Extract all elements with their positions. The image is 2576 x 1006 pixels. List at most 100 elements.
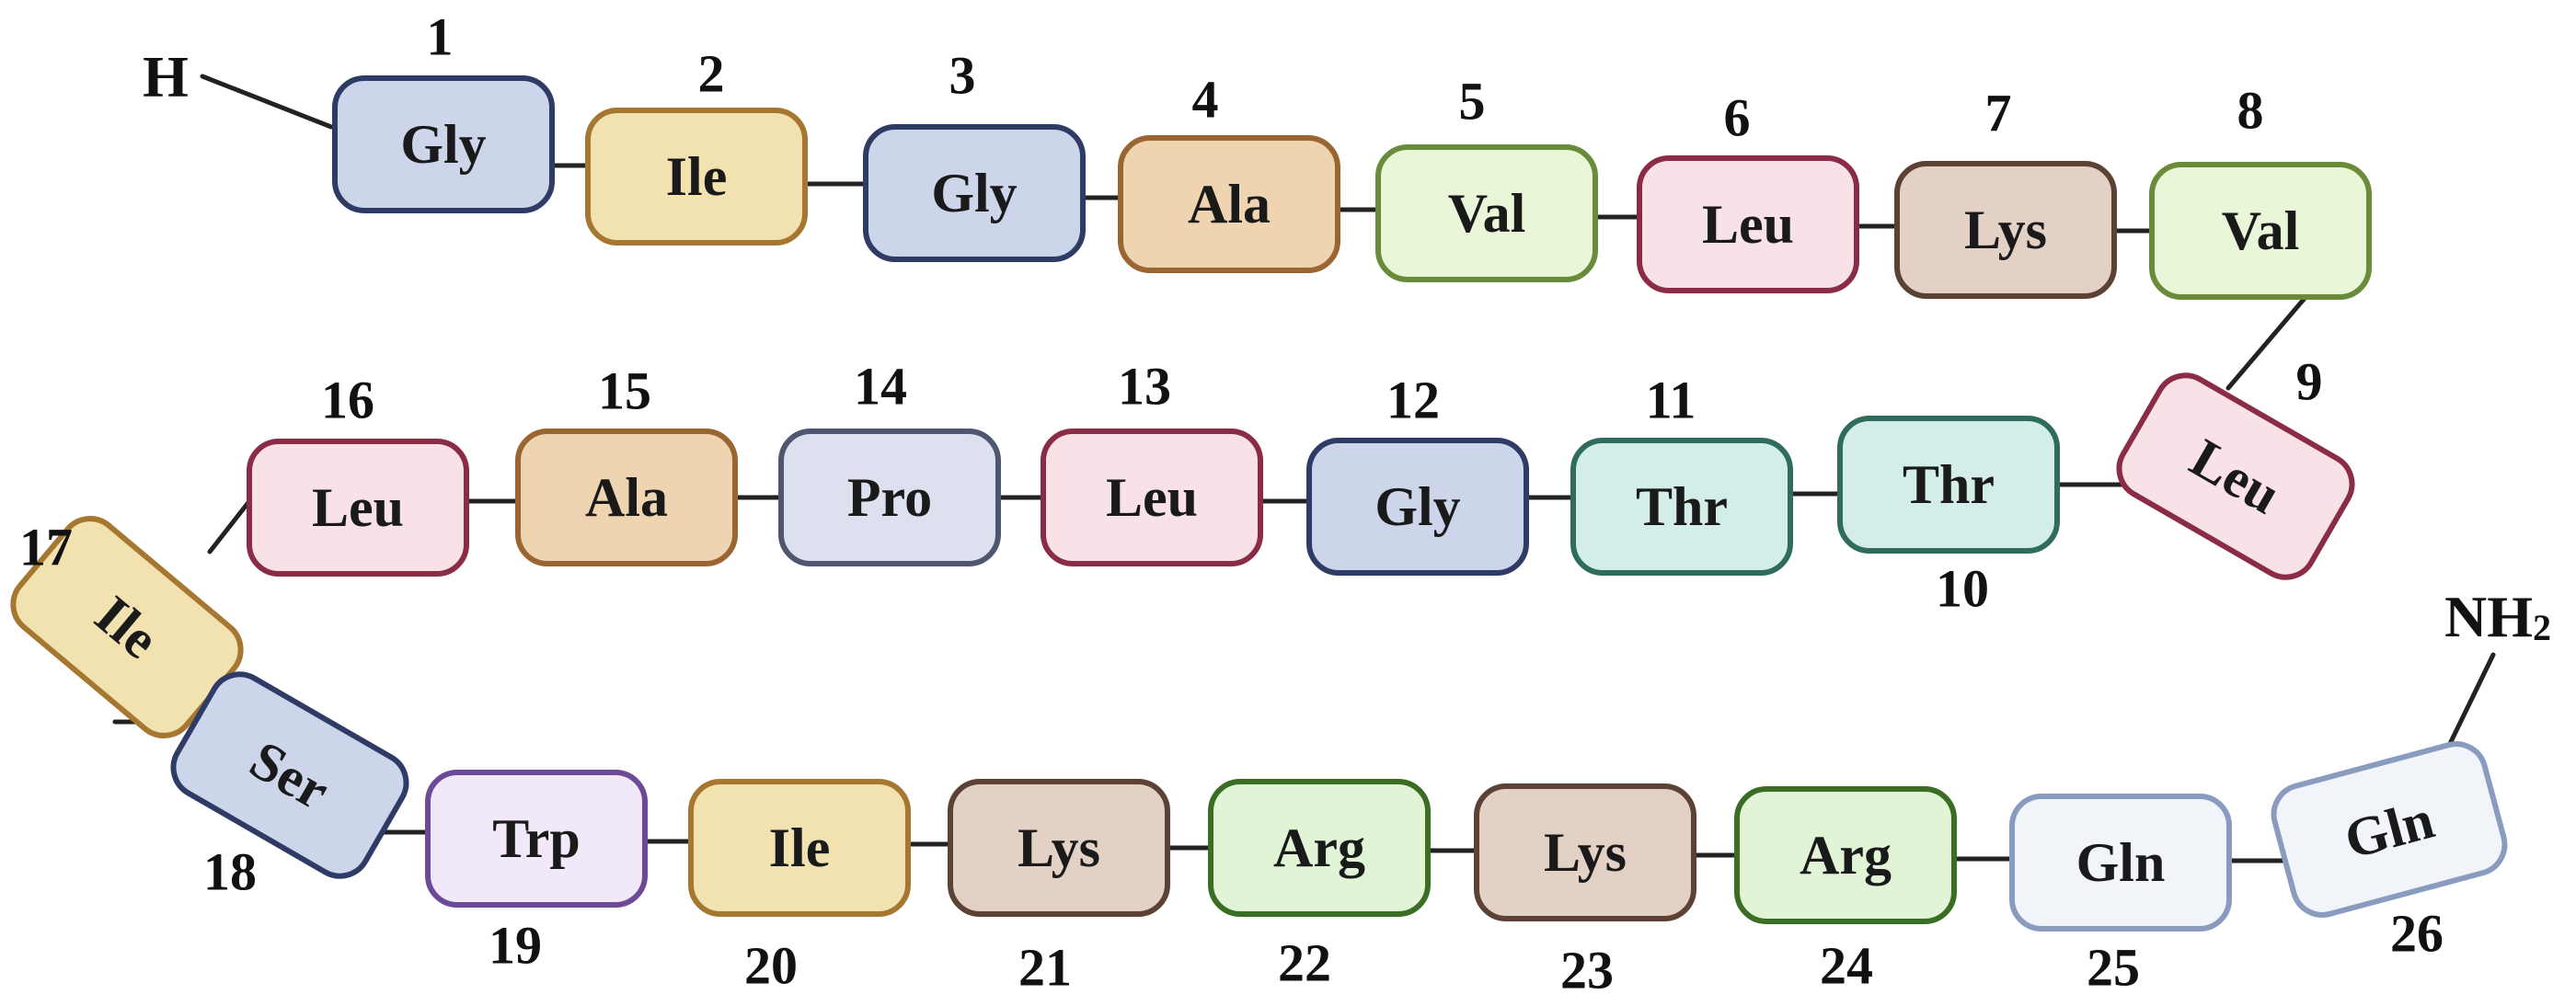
residue-number: 23 — [1560, 941, 1614, 1000]
residue-number: 22 — [1278, 933, 1331, 993]
residue-box: Thr — [1570, 438, 1793, 576]
residue-number: 6 — [1724, 88, 1751, 148]
residue-number: 16 — [321, 371, 374, 430]
residue-box: Gly — [863, 124, 1086, 262]
residue-name: Ala — [585, 467, 668, 528]
residue-box-shape — [1474, 783, 1696, 921]
residue-number: 1 — [427, 7, 454, 67]
residue-name: Thr — [1903, 454, 1995, 515]
residue-box-shape — [2271, 741, 2508, 918]
residue-number: 21 — [1018, 938, 1072, 998]
residue-box-shape — [332, 75, 555, 213]
residue-box-shape — [425, 770, 648, 908]
residue-name: Val — [2222, 200, 2300, 261]
peptide-bond — [207, 494, 256, 554]
c-terminus-subscript: 2 — [2533, 607, 2551, 648]
residue-number: 14 — [854, 357, 907, 417]
residue-box: Leu — [1041, 429, 1263, 566]
residue-box: Lys — [948, 779, 1170, 917]
residue-number: 25 — [2087, 938, 2140, 998]
residue-number: 13 — [1118, 357, 1171, 417]
residue-name: Leu — [312, 477, 404, 538]
residue-box-shape — [1894, 161, 2117, 299]
residue-name: Trp — [492, 808, 581, 869]
residue-box-shape — [1306, 438, 1529, 576]
residue-number: 4 — [1192, 70, 1219, 130]
peptide-bond — [200, 74, 334, 130]
residue-box-shape — [2116, 372, 2355, 580]
residue-box: Trp — [425, 770, 648, 908]
residue-box: Val — [1375, 144, 1598, 282]
residue-box-shape — [247, 439, 469, 577]
residue-name: Thr — [1636, 476, 1728, 537]
residue-box: Gln — [2271, 741, 2508, 918]
residue-number: 19 — [489, 916, 542, 976]
residue-number: 15 — [598, 361, 651, 421]
c-terminus-main: NH — [2444, 584, 2533, 649]
residue-box-shape — [1570, 438, 1793, 576]
peptide-bond — [2444, 652, 2496, 752]
residue-name: Gln — [2076, 832, 2166, 893]
residue-number: 11 — [1646, 371, 1696, 430]
residue-name: Ala — [1188, 174, 1271, 234]
residue-box: Ile — [688, 779, 911, 917]
residue-box: Val — [2149, 162, 2372, 300]
residue-box-shape — [170, 671, 409, 879]
residue-number: 12 — [1386, 371, 1440, 430]
residue-box-shape — [778, 429, 1001, 566]
residue-number: 17 — [19, 518, 73, 577]
residue-number: 18 — [203, 842, 257, 902]
residue-number: 8 — [2237, 81, 2264, 141]
residue-box-shape — [1837, 416, 2060, 554]
residue-box: Leu — [1637, 155, 1859, 293]
residue-box-shape — [863, 124, 1086, 262]
residue-box-shape — [948, 779, 1170, 917]
residue-box: Ala — [1118, 135, 1340, 273]
residue-box-shape — [1734, 786, 1957, 924]
n-terminus-label: H — [143, 44, 189, 109]
residue-box: Arg — [1734, 786, 1957, 924]
residue-box-shape — [2009, 794, 2232, 932]
residue-name: Arg — [1273, 817, 1365, 878]
residue-box-shape — [1637, 155, 1859, 293]
residue-number: 24 — [1820, 936, 1873, 996]
residue-box: Arg — [1208, 779, 1431, 917]
residue-box: Leu — [2116, 372, 2355, 580]
residue-name: Leu — [1106, 467, 1198, 528]
residue-box-shape — [1118, 135, 1340, 273]
residue-box-shape — [1375, 144, 1598, 282]
residue-box-shape — [515, 429, 738, 566]
peptide-bond — [2225, 293, 2309, 391]
residue-box-shape — [585, 108, 808, 246]
residue-number: 5 — [1459, 72, 1486, 131]
residue-name: Gly — [400, 114, 486, 175]
residue-name: Val — [1448, 183, 1526, 244]
residue-box: Lys — [1474, 783, 1696, 921]
residue-name: Arg — [1800, 825, 1892, 886]
residue-name: Pro — [847, 467, 932, 528]
residue-number: 26 — [2390, 904, 2444, 964]
residue-box: Gly — [1306, 438, 1529, 576]
residue-number: 20 — [744, 936, 798, 996]
residue-box-shape — [1208, 779, 1431, 917]
residue-box: Ile — [585, 108, 808, 246]
residue-name: Ile — [666, 146, 728, 207]
residue-box-shape — [1041, 429, 1263, 566]
residue-number: 7 — [1985, 84, 2012, 143]
residue-box: Pro — [778, 429, 1001, 566]
residue-box-shape — [688, 779, 911, 917]
residue-box: Gly — [332, 75, 555, 213]
residue-box-shape — [2149, 162, 2372, 300]
residue-number: 10 — [1936, 559, 1989, 619]
residue-box: Ser — [170, 671, 409, 879]
residue-number: 3 — [949, 46, 976, 106]
residue-name: Gly — [931, 163, 1017, 223]
residue-box: Ala — [515, 429, 738, 566]
residue-box: Lys — [1894, 161, 2117, 299]
residue-box: Leu — [247, 439, 469, 577]
residue-name: Ile — [769, 817, 831, 878]
residue-box: Ile — [10, 516, 244, 738]
